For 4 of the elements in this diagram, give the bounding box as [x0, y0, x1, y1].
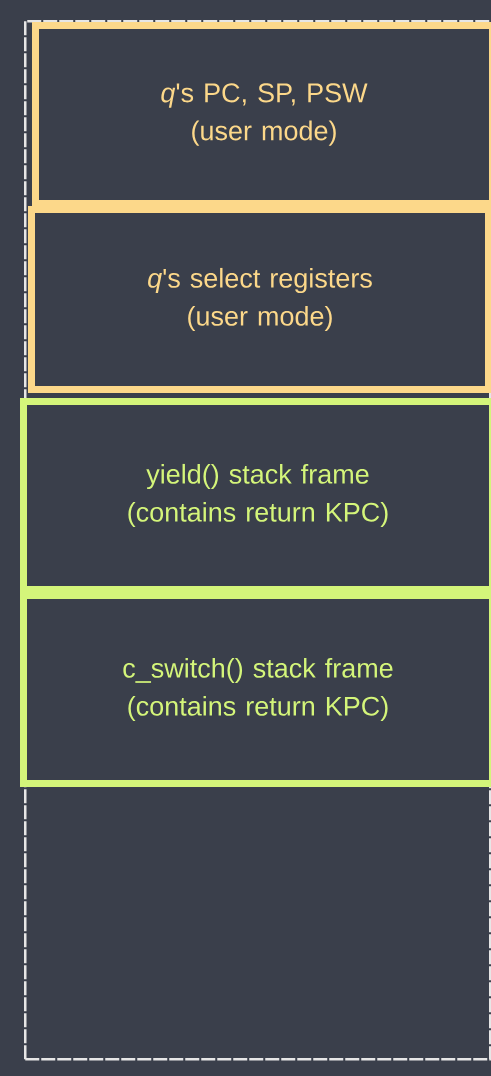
stack-frame-box: c_switch() stack frame (contains return KPC): [20, 592, 491, 787]
stack-frame-box: yield() stack frame (contains return KPC): [20, 398, 491, 593]
stack-frame-box: q's select registers (user mode): [28, 206, 491, 393]
stack-frame-box: q's PC, SP, PSW (user mode): [32, 22, 491, 207]
